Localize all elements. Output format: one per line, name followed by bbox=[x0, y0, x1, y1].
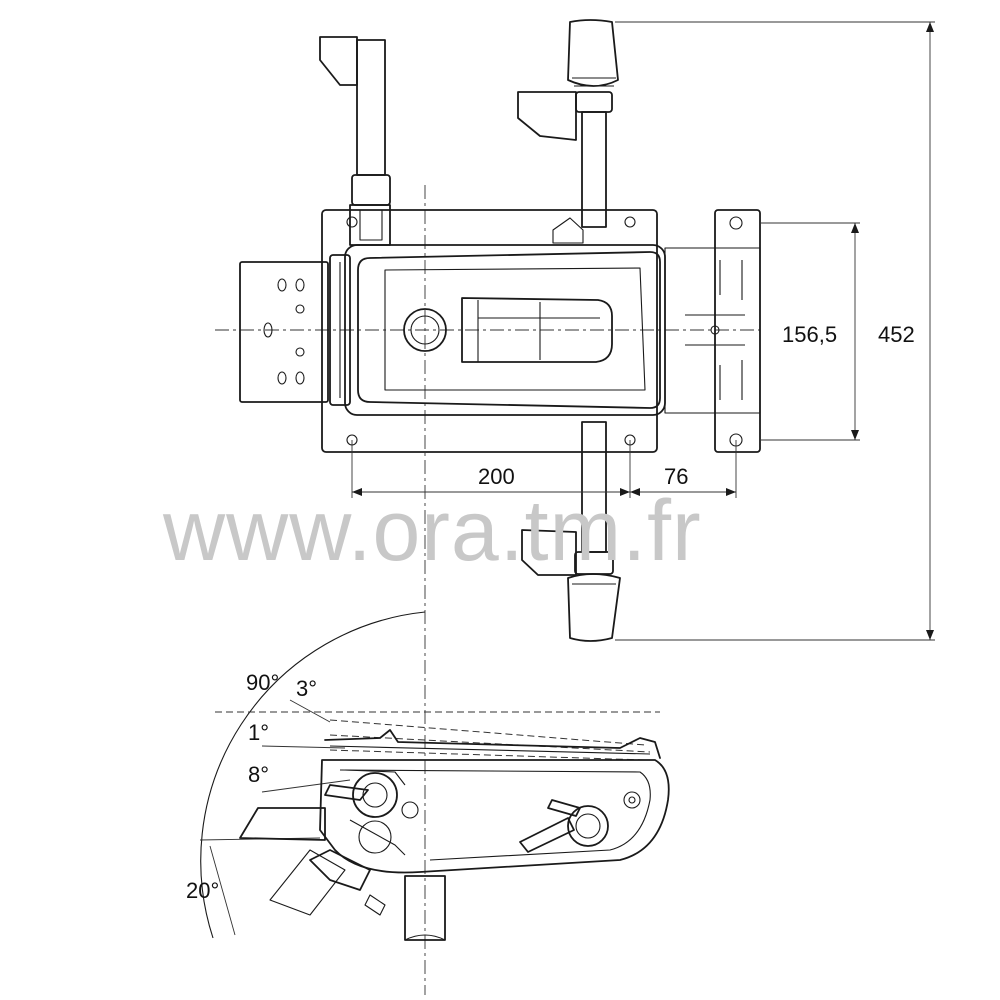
angle-label-20: 20° bbox=[186, 878, 219, 903]
gas-column bbox=[404, 875, 446, 941]
top-view: 156,5 452 200 76 bbox=[215, 19, 935, 995]
dim-label-156-5: 156,5 bbox=[782, 322, 837, 347]
dimension-452 bbox=[615, 21, 935, 641]
adjustment-knob bbox=[403, 308, 447, 352]
lower-right-lever bbox=[521, 421, 621, 642]
side-housing bbox=[319, 759, 670, 874]
main-housing bbox=[344, 244, 666, 416]
dimension-156 bbox=[760, 222, 860, 441]
angle-label-8: 8° bbox=[248, 762, 269, 787]
watermark: www.ora.tm.fr bbox=[162, 483, 702, 579]
upper-left-lever bbox=[319, 36, 391, 246]
front-block bbox=[239, 254, 351, 406]
side-knob bbox=[567, 805, 609, 847]
upper-right-lever bbox=[517, 19, 619, 244]
tilt-arc bbox=[200, 611, 426, 939]
angle-label-90: 90° bbox=[246, 670, 279, 695]
dim-label-76: 76 bbox=[664, 464, 688, 489]
mount-hole bbox=[346, 216, 358, 228]
mechanism bbox=[324, 769, 419, 856]
mount-hole bbox=[624, 216, 636, 228]
right-bracket bbox=[664, 209, 761, 453]
side-view bbox=[199, 611, 670, 941]
angle-label-3: 3° bbox=[296, 676, 317, 701]
dimension-200-76 bbox=[351, 440, 737, 498]
mount-hole bbox=[729, 216, 743, 230]
base-plate bbox=[321, 209, 658, 453]
angle-label-1: 1° bbox=[248, 720, 269, 745]
lower-linkage bbox=[309, 849, 371, 891]
dim-label-200: 200 bbox=[478, 464, 515, 489]
seat-plate bbox=[324, 729, 661, 759]
front-plate bbox=[239, 807, 326, 841]
dim-label-452: 452 bbox=[878, 322, 915, 347]
housing-window bbox=[461, 297, 613, 363]
